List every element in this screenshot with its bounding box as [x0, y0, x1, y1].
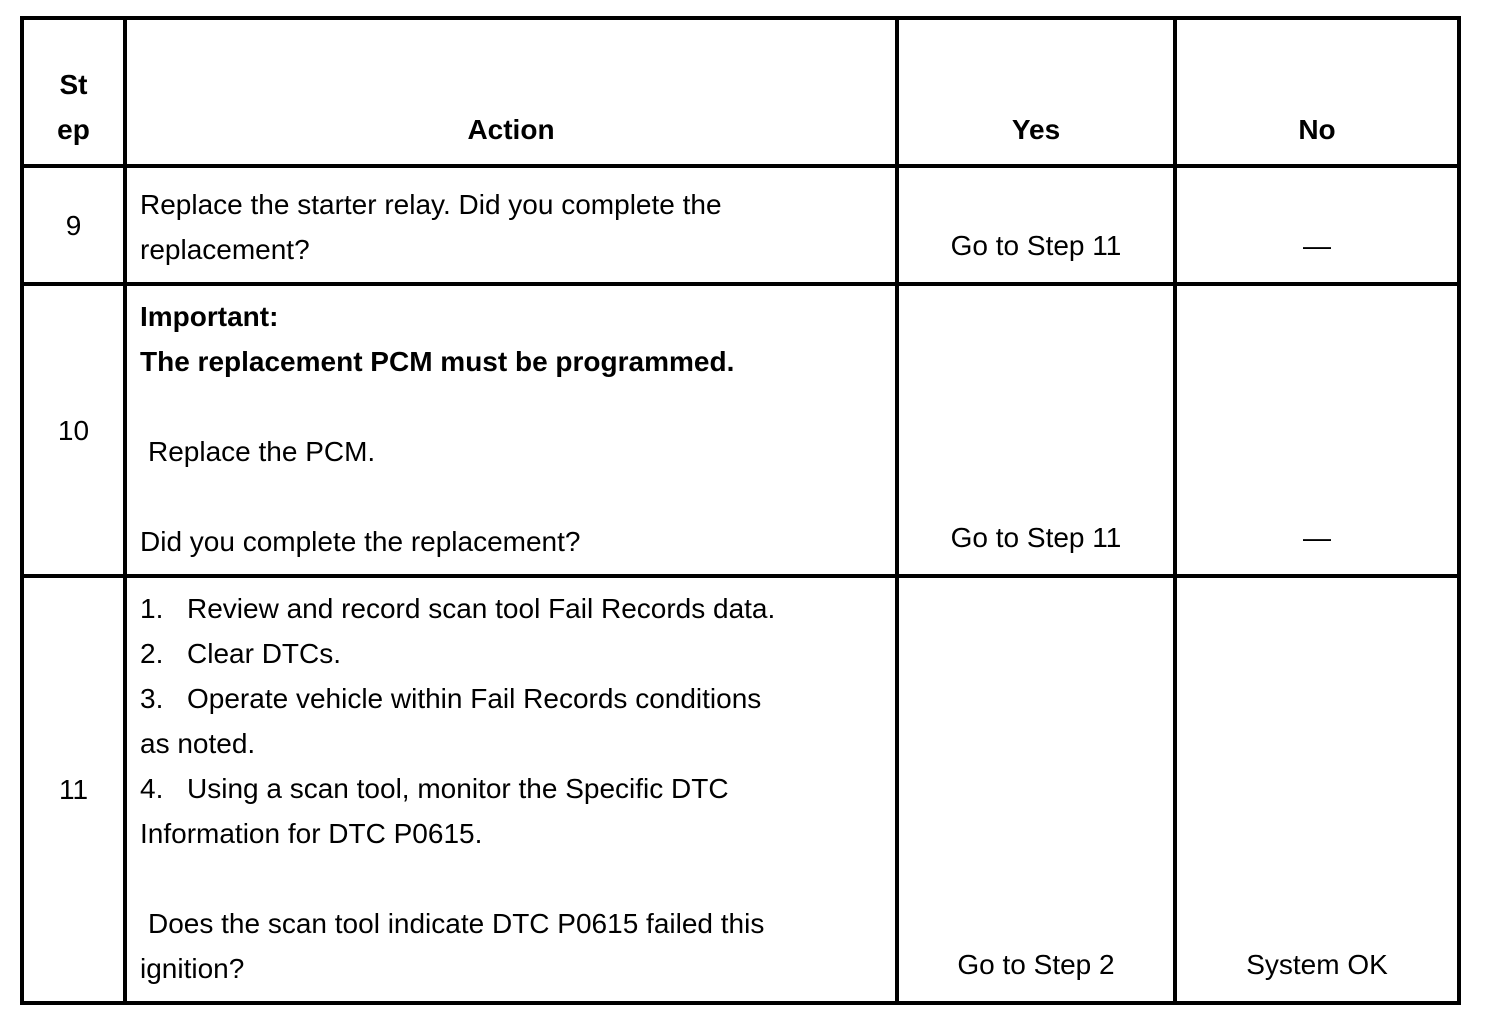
list-number: 1. — [140, 593, 164, 624]
action-line: ignition? — [140, 946, 885, 991]
action-line-text: Important: — [140, 301, 279, 332]
action-line: Did you complete the replacement? — [140, 519, 885, 564]
table-row: 10 Important: The replacement PCM must be… — [20, 282, 1461, 578]
table-row: 9 Replace the starter relay. Did you com… — [20, 164, 1461, 286]
step-header-line-2: ep — [57, 114, 90, 145]
table-row: 11 1. Review and record scan tool Fail Re… — [20, 574, 1461, 1005]
action-line-text: Clear DTCs. — [187, 638, 342, 669]
table-body: 9 Replace the starter relay. Did you com… — [20, 164, 1461, 1005]
action-line: Replace the starter relay. Did you compl… — [140, 182, 885, 227]
list-number: 3. — [140, 683, 164, 714]
yes-cell: Go to Step 11 — [895, 282, 1177, 578]
action-list-line: 1. Review and record scan tool Fail Recor… — [140, 586, 885, 631]
step-number-cell: 9 — [20, 164, 127, 286]
action-list-line: 4. Using a scan tool, monitor the Specifi… — [140, 766, 885, 811]
step-header-line-1: St — [59, 69, 88, 100]
action-line: The replacement PCM must be programmed. — [140, 339, 885, 384]
step-number-cell: 10 — [20, 282, 127, 578]
action-line: as noted. — [140, 721, 885, 766]
action-line-text: Operate vehicle within Fail Records cond… — [187, 683, 762, 714]
step-column-header: St ep — [20, 16, 127, 168]
action-line: Information for DTC P0615. — [140, 811, 885, 856]
action-line: Replace the PCM. — [140, 429, 885, 474]
action-line-text: Did you complete the replacement? — [140, 526, 581, 557]
action-line: replacement? — [140, 227, 885, 272]
action-cell: 1. Review and record scan tool Fail Recor… — [123, 574, 899, 1005]
action-line-text: Using a scan tool, monitor the Specific … — [187, 773, 729, 804]
header-row: St ep Action Yes No — [20, 16, 1461, 168]
yes-cell: Go to Step 11 — [895, 164, 1177, 286]
action-line: Important: — [140, 294, 885, 339]
list-number: 2. — [140, 638, 164, 669]
yes-cell: Go to Step 2 — [895, 574, 1177, 1005]
action-line-text: ignition? — [140, 953, 245, 984]
action-line — [140, 384, 885, 429]
action-line — [140, 856, 885, 901]
action-line-text: as noted. — [140, 728, 256, 759]
action-cell: Important: The replacement PCM must be pr… — [123, 282, 899, 578]
yes-column-header: Yes — [895, 16, 1177, 168]
action-line: Does the scan tool indicate DTC P0615 fa… — [140, 901, 885, 946]
table-header: St ep Action Yes No — [20, 16, 1461, 168]
action-line — [140, 474, 885, 519]
action-line-text: Information for DTC P0615. — [140, 818, 483, 849]
no-cell: System OK — [1173, 574, 1461, 1005]
action-line-text: Does the scan tool indicate DTC P0615 fa… — [148, 908, 765, 939]
action-cell: Replace the starter relay. Did you compl… — [123, 164, 899, 286]
no-cell: — — [1173, 282, 1461, 578]
no-column-header: No — [1173, 16, 1461, 168]
action-line-text: replacement? — [140, 234, 310, 265]
action-line-text: Replace the starter relay. Did you compl… — [140, 189, 722, 220]
action-line-text: The replacement PCM must be programmed. — [140, 346, 735, 377]
action-list-line: 3. Operate vehicle within Fail Records co… — [140, 676, 885, 721]
no-cell: — — [1173, 164, 1461, 286]
list-number: 4. — [140, 773, 164, 804]
action-line-text: Review and record scan tool Fail Records… — [187, 593, 776, 624]
step-number-cell: 11 — [20, 574, 127, 1005]
diagnostic-steps-table: St ep Action Yes No 9 Replace the starte… — [20, 16, 1461, 1005]
action-line-text: Replace the PCM. — [148, 436, 376, 467]
action-column-header: Action — [123, 16, 899, 168]
action-list-line: 2. Clear DTCs. — [140, 631, 885, 676]
